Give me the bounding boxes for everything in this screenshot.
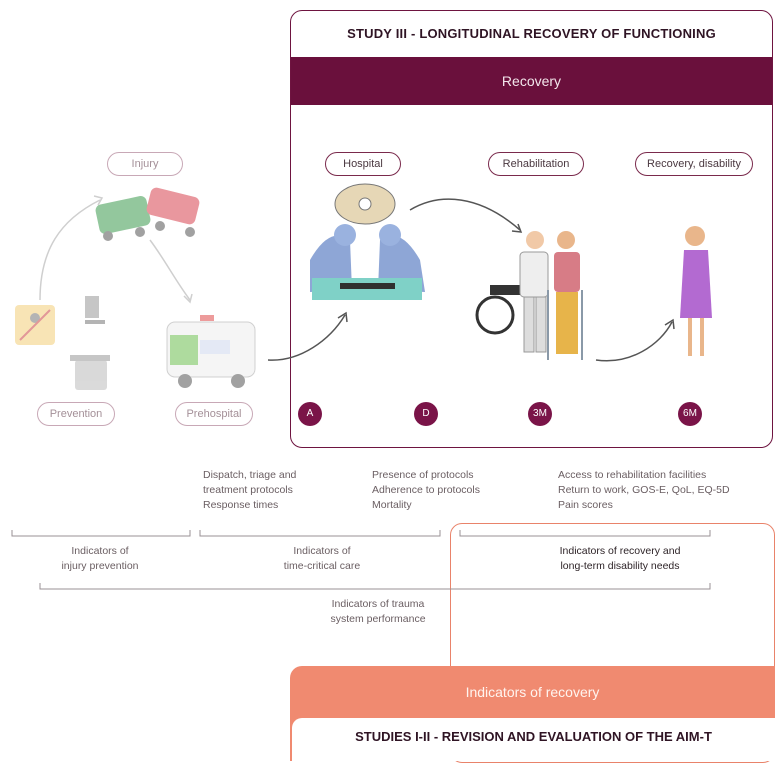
stage-prehospital: Prehospital xyxy=(175,402,253,426)
marker-discharge: D xyxy=(414,402,438,426)
arrow-to-recovery xyxy=(595,321,673,362)
marker-admission: A xyxy=(298,402,322,426)
note-line: Mortality xyxy=(372,499,412,511)
note-line: Pain scores xyxy=(558,499,613,511)
recovered-person-icon xyxy=(680,226,712,356)
arrow-to-rehab xyxy=(409,198,521,231)
stage-prevention: Prevention xyxy=(37,402,115,426)
recovery-band: Recovery xyxy=(291,57,772,105)
indicator-line: injury prevention xyxy=(61,560,139,572)
note-line: Return to work, GOS-E, QoL, EQ-5D xyxy=(558,484,730,496)
prevention-icons xyxy=(15,296,110,390)
studies-i-ii-panel: Indicators of recovery STUDIES I-II - RE… xyxy=(290,666,775,761)
indicators-of-recovery-band: Indicators of recovery xyxy=(465,684,600,700)
indicator-line: Indicators of xyxy=(71,545,129,557)
indicators-recovery-needs: Indicators of recovery and long-term dis… xyxy=(540,544,700,574)
studies-i-ii-title: STUDIES I-II - REVISION AND EVALUATION O… xyxy=(292,718,775,761)
notes-recovery: Access to rehabilitation facilities Retu… xyxy=(558,468,730,513)
indicator-line: Indicators of trauma xyxy=(331,598,425,610)
indicators-time-critical-care: Indicators of time-critical care xyxy=(262,544,382,574)
note-line: treatment protocols xyxy=(203,484,293,496)
stage-recovery-disability: Recovery, disability xyxy=(635,152,753,176)
stage-injury: Injury xyxy=(107,152,183,176)
cycle-arrow-up xyxy=(39,199,101,301)
notes-prehospital: Dispatch, triage and treatment protocols… xyxy=(203,468,296,513)
arrow-head-recovery xyxy=(664,318,675,330)
indicator-line: Indicators of xyxy=(293,545,351,557)
note-line: Dispatch, triage and xyxy=(203,469,297,481)
arrow-head-rehab xyxy=(511,223,523,233)
marker-6-months: 6M xyxy=(678,402,702,426)
note-line: Response times xyxy=(203,499,279,511)
indicator-line: time-critical care xyxy=(283,560,361,572)
arrow-to-hospital xyxy=(267,314,346,361)
stage-hospital: Hospital xyxy=(325,152,401,176)
arrow-head-hospital xyxy=(337,311,348,323)
ambulance-icon xyxy=(166,315,256,388)
indicators-injury-prevention: Indicators of injury prevention xyxy=(40,544,160,574)
marker-3-months: 3M xyxy=(528,402,552,426)
rehabilitation-scene-icon xyxy=(475,231,583,360)
car-crash-icon xyxy=(95,187,200,241)
note-line: Access to rehabilitation facilities xyxy=(558,469,707,481)
indicator-line: system performance xyxy=(330,613,426,625)
cycle-arrow-head-1 xyxy=(93,195,104,206)
indicator-line: long-term disability needs xyxy=(560,560,680,572)
surgery-scene-icon xyxy=(310,183,425,300)
note-line: Adherence to protocols xyxy=(372,484,480,496)
indicators-system-performance: Indicators of trauma system performance xyxy=(318,597,438,627)
indicator-brackets xyxy=(11,530,711,590)
notes-hospital: Presence of protocols Adherence to proto… xyxy=(372,468,480,513)
indicator-line: Indicators of recovery and xyxy=(559,545,681,557)
note-line: Presence of protocols xyxy=(372,469,474,481)
study-iii-title: STUDY III - LONGITUDINAL RECOVERY OF FUN… xyxy=(347,26,716,41)
stage-rehabilitation: Rehabilitation xyxy=(488,152,584,176)
cycle-arrow-down xyxy=(149,239,191,301)
cycle-arrow-head-2 xyxy=(183,293,193,304)
